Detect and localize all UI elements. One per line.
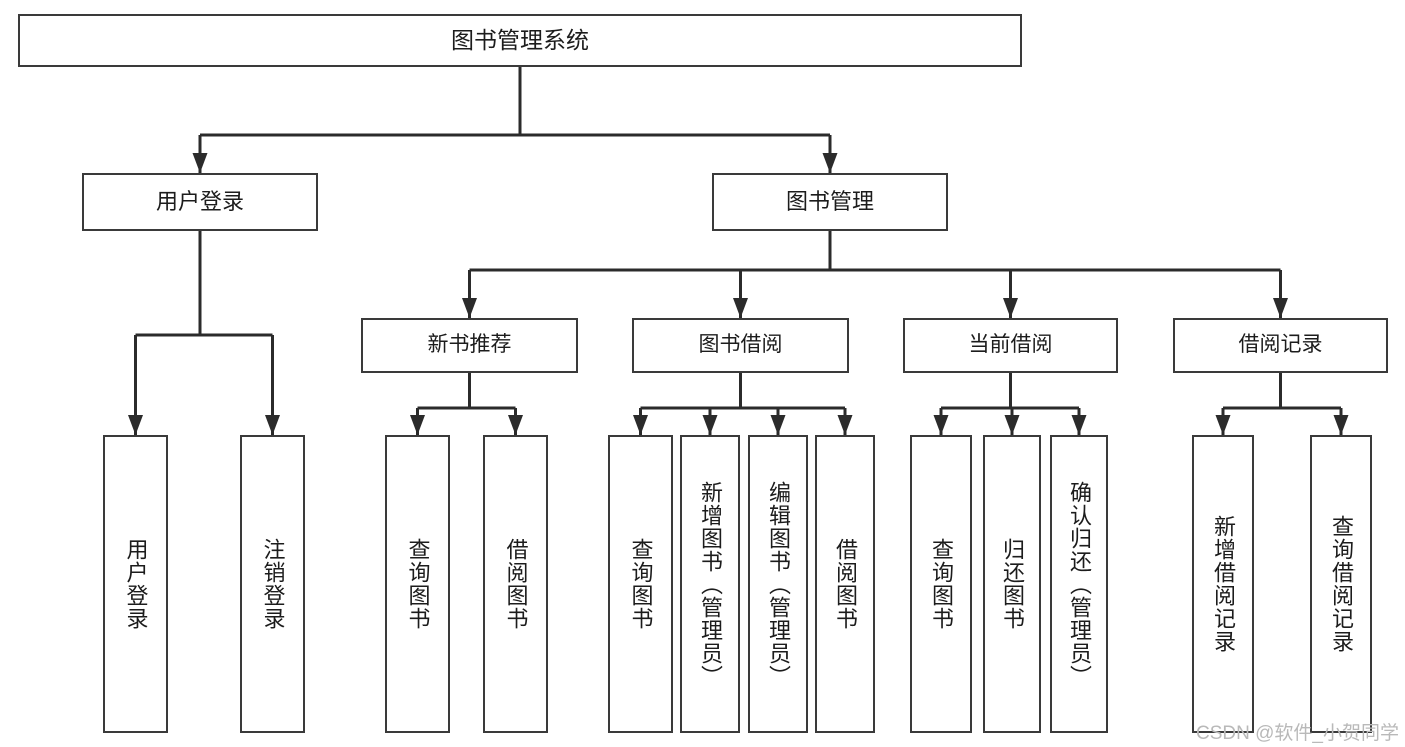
arrowhead-book-manage: [822, 153, 838, 173]
arrowhead-leaf-query-book-current: [933, 415, 949, 435]
node-leaf-return-book[interactable]: 归还图书: [983, 435, 1041, 733]
node-leaf-query-borrow-record[interactable]: 查询借阅记录: [1310, 435, 1372, 733]
node-leaf-borrow-book[interactable]: 借阅图书: [815, 435, 875, 733]
node-leaf-query-book-current[interactable]: 查询图书: [910, 435, 972, 733]
node-leaf-borrow-book-rec[interactable]: 借阅图书: [483, 435, 548, 733]
arrowhead-book-borrow: [733, 298, 748, 318]
arrowhead-leaf-logout: [265, 415, 280, 435]
node-label: 当前借阅: [968, 333, 1053, 357]
node-label: 确认归还（管理员）: [1067, 480, 1092, 688]
node-new-book-rec[interactable]: 新书推荐: [361, 318, 578, 373]
arrowhead-leaf-add-book-admin: [702, 415, 718, 435]
node-label: 借阅图书: [503, 538, 529, 630]
node-leaf-logout[interactable]: 注销登录: [240, 435, 305, 733]
node-label: 用户登录: [155, 189, 244, 215]
node-leaf-user-login[interactable]: 用户登录: [103, 435, 168, 733]
arrowhead-leaf-edit-book-admin: [770, 415, 786, 435]
arrowhead-leaf-add-borrow-record: [1215, 415, 1231, 435]
node-current-borrow[interactable]: 当前借阅: [903, 318, 1118, 373]
node-label: 用户登录: [123, 538, 149, 630]
node-root[interactable]: 图书管理系统: [18, 14, 1022, 67]
arrowhead-leaf-user-login: [128, 415, 143, 435]
node-book-borrow[interactable]: 图书借阅: [632, 318, 849, 373]
arrowhead-leaf-borrow-book: [837, 415, 853, 435]
node-leaf-confirm-return-admin[interactable]: 确认归还（管理员）: [1050, 435, 1108, 733]
arrowhead-current-borrow: [1003, 298, 1018, 318]
node-leaf-edit-book-admin[interactable]: 编辑图书（管理员）: [748, 435, 808, 733]
arrowhead-new-book-rec: [462, 298, 477, 318]
arrowhead-leaf-query-book-borrow: [633, 415, 648, 435]
node-borrow-record[interactable]: 借阅记录: [1173, 318, 1388, 373]
arrowhead-leaf-borrow-book-rec: [508, 415, 523, 435]
arrowhead-user-login: [192, 153, 208, 173]
node-label: 新书推荐: [427, 333, 512, 357]
node-label: 借阅记录: [1238, 333, 1323, 357]
node-leaf-query-book-borrow[interactable]: 查询图书: [608, 435, 673, 733]
node-label: 新增借阅记录: [1211, 515, 1236, 653]
node-label: 图书管理系统: [451, 27, 589, 54]
arrowhead-leaf-confirm-return-admin: [1071, 415, 1087, 435]
node-leaf-add-book-admin[interactable]: 新增图书（管理员）: [680, 435, 740, 733]
arrowhead-borrow-record: [1273, 298, 1288, 318]
node-label: 编辑图书（管理员）: [766, 480, 791, 688]
node-label: 注销登录: [260, 538, 286, 630]
node-label: 图书管理: [785, 189, 874, 215]
node-label: 查询图书: [628, 538, 654, 630]
arrowhead-leaf-query-borrow-record: [1333, 415, 1349, 435]
node-leaf-add-borrow-record[interactable]: 新增借阅记录: [1192, 435, 1254, 733]
connectors-group: [128, 67, 1349, 435]
node-label: 查询借阅记录: [1329, 515, 1354, 653]
node-book-manage[interactable]: 图书管理: [712, 173, 948, 231]
node-label: 借阅图书: [833, 538, 858, 630]
node-label: 图书借阅: [698, 333, 783, 357]
node-label: 查询图书: [929, 538, 954, 630]
arrowhead-leaf-query-book-rec: [410, 415, 425, 435]
node-user-login[interactable]: 用户登录: [82, 173, 318, 231]
node-label: 归还图书: [1000, 538, 1025, 630]
node-leaf-query-book-rec[interactable]: 查询图书: [385, 435, 450, 733]
node-label: 新增图书（管理员）: [698, 480, 723, 688]
arrowhead-leaf-return-book: [1004, 415, 1020, 435]
node-label: 查询图书: [405, 538, 431, 630]
